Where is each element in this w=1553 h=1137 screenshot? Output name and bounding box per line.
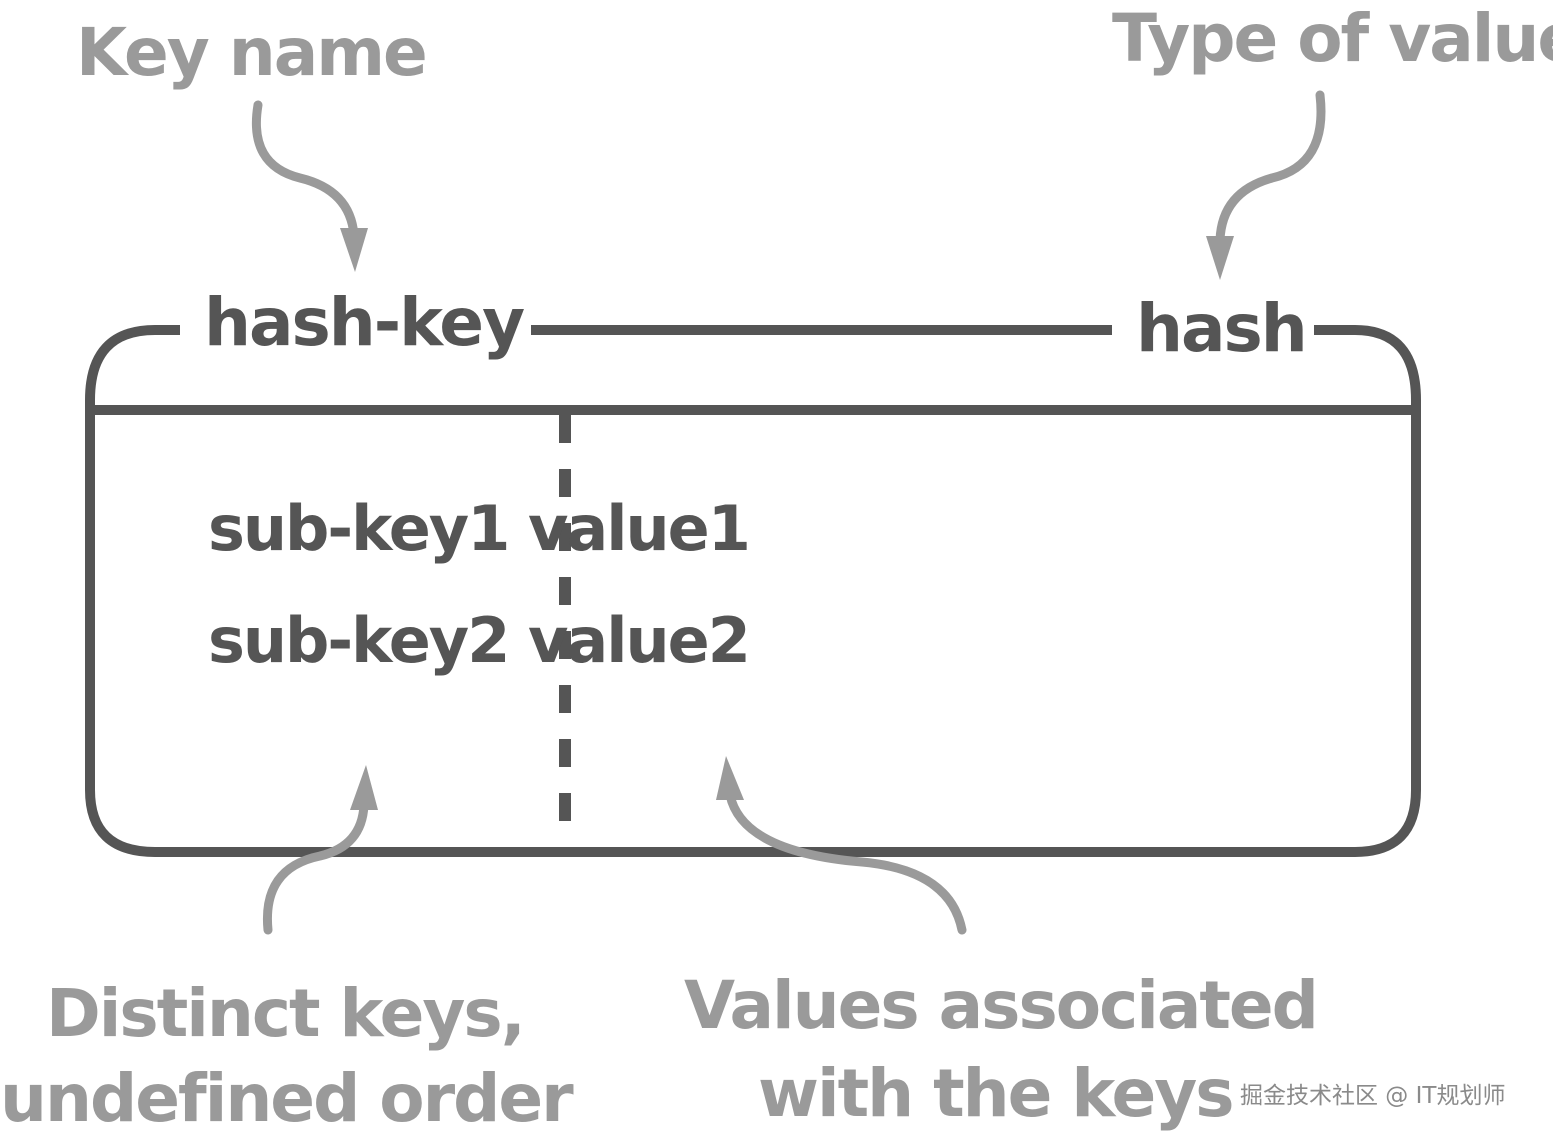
arrow-type-of-value: [1206, 90, 1326, 280]
callout-type-of-value: Type of value: [1112, 0, 1553, 77]
arrow-values-associated: [716, 756, 967, 935]
entry-1-sub-key: sub-key1: [208, 492, 510, 565]
callout-distinct-keys-line1: Distinct keys,: [46, 975, 526, 1052]
box-type-label: hash: [1128, 290, 1314, 367]
watermark: 掘金技术社区 @ IT规划师: [1240, 1083, 1506, 1109]
hash-box-outline: [85, 325, 1421, 857]
callout-key-name: Key name: [76, 14, 428, 91]
arrow-distinct-keys: [262, 765, 378, 935]
entry-2-value: value2: [528, 604, 751, 677]
arrow-key-name: [251, 100, 368, 272]
callout-distinct-keys-line2: undefined order: [0, 1060, 574, 1137]
box-key-label: hash-key: [196, 284, 532, 361]
entry-1-value: value1: [528, 492, 751, 565]
entry-2-sub-key: sub-key2: [208, 604, 510, 677]
callout-values-associated-line1: Values associated: [684, 967, 1319, 1044]
callout-values-associated-line2: with the keys: [758, 1055, 1235, 1132]
